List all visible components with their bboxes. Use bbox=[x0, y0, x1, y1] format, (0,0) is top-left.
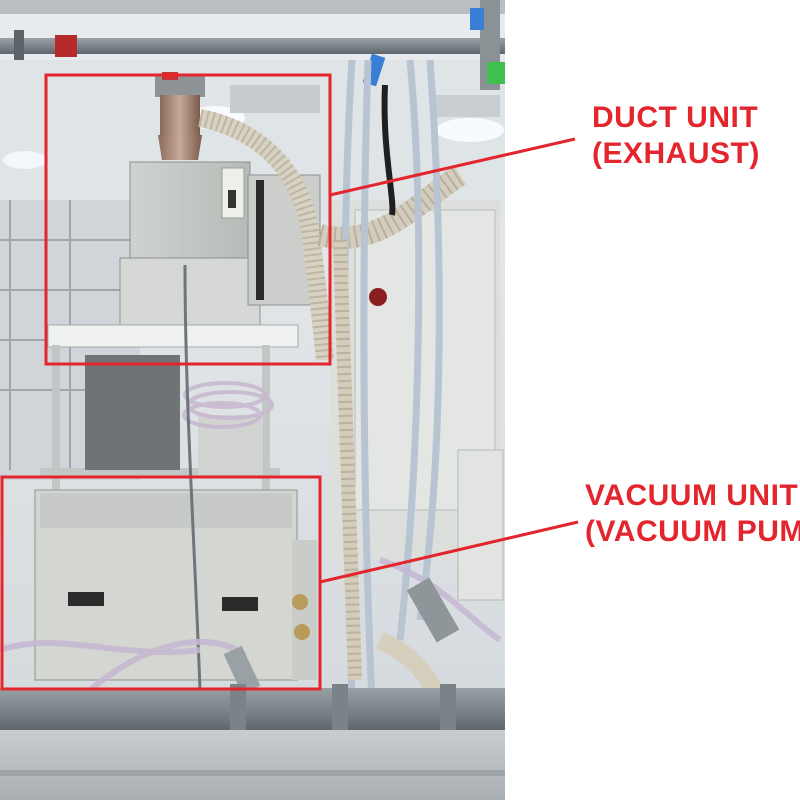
duct-unit-callout: DUCT UNIT (EXHAUST) bbox=[592, 100, 760, 172]
vacuum-unit-sublabel: (VACUUM PUMP) bbox=[585, 515, 800, 548]
duct-unit-sublabel: (EXHAUST) bbox=[592, 137, 760, 170]
duct-unit-label: DUCT UNIT bbox=[592, 101, 759, 134]
equipment-photo bbox=[0, 0, 505, 800]
vacuum-unit-label: VACUUM UNIT bbox=[585, 479, 799, 512]
vacuum-unit-callout: VACUUM UNIT (VACUUM PUMP) bbox=[585, 478, 800, 550]
equipment-photo-illustration bbox=[0, 0, 505, 800]
